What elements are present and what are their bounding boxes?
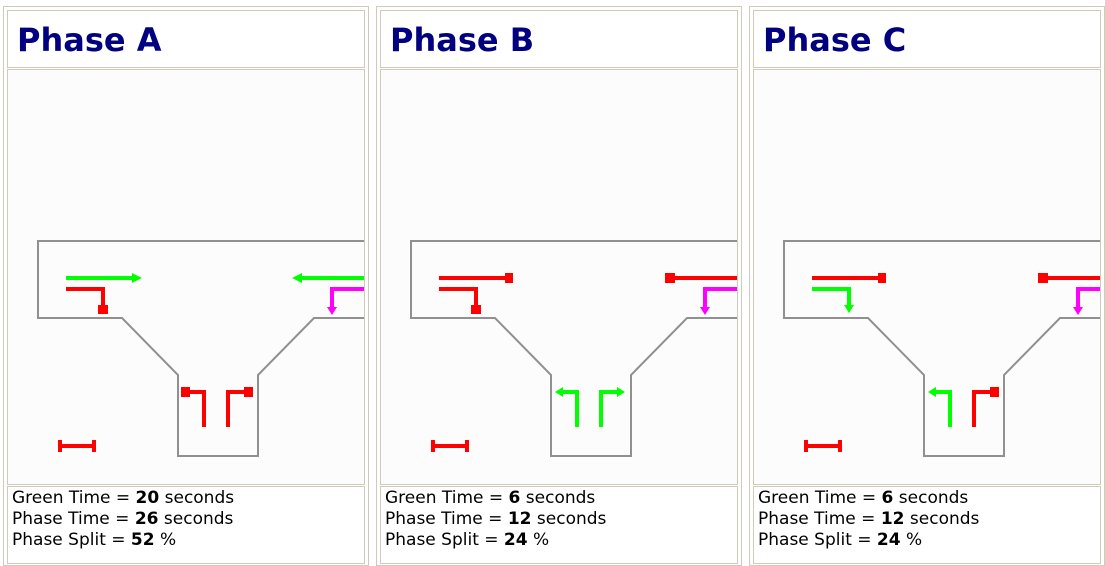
- phase-title: Phase C: [763, 21, 907, 59]
- east-left-turn-arrow: [1073, 287, 1100, 315]
- phase-timing-info: Green Time = 20 seconds Phase Time = 26 …: [7, 486, 365, 564]
- east-left-turn-arrow: [700, 287, 737, 315]
- phase-timing-info: Green Time = 6 seconds Phase Time = 12 s…: [753, 486, 1101, 564]
- phase-split-line: Phase Split = 24 %: [758, 530, 923, 550]
- west-through-arrow: [439, 273, 513, 283]
- phase-time-line: Phase Time = 26 seconds: [12, 509, 234, 529]
- intersection-diagram: [753, 69, 1101, 485]
- south-right-turn-arrow: [972, 387, 999, 427]
- phase-panel-a: Phase A Green Time = 20 seconds Phase Ti…: [3, 6, 369, 566]
- phase-timing-info: Green Time = 6 seconds Phase Time = 12 s…: [380, 486, 738, 564]
- south-left-turn-arrow: [181, 387, 206, 427]
- green-time-line: Green Time = 6 seconds: [385, 488, 596, 508]
- intersection-diagram: [380, 69, 738, 485]
- west-through-arrow: [812, 273, 886, 283]
- phase-split-value: 24: [503, 530, 528, 550]
- phase-split-value: 52: [130, 530, 155, 550]
- green-time-value: 20: [135, 488, 160, 508]
- phase-time-value: 12: [880, 509, 905, 529]
- south-right-turn-arrow: [226, 387, 253, 427]
- intersection-svg: [37, 240, 364, 457]
- phase-title-box: Phase C: [753, 10, 1101, 68]
- pedestrian-crossing-indicator: [804, 440, 842, 452]
- road-outline: [37, 240, 364, 457]
- intersection-diagram: [7, 69, 365, 485]
- east-left-turn-arrow: [327, 287, 364, 315]
- south-left-turn-arrow: [928, 387, 952, 427]
- east-through-arrow: [1038, 273, 1100, 283]
- south-left-turn-arrow: [555, 387, 579, 427]
- green-time-line: Green Time = 6 seconds: [758, 488, 969, 508]
- west-left-turn-arrow: [439, 287, 481, 314]
- green-time-value: 6: [508, 488, 521, 508]
- green-time-line: Green Time = 20 seconds: [12, 488, 235, 508]
- phase-time-line: Phase Time = 12 seconds: [385, 509, 607, 529]
- east-through-arrow: [292, 273, 364, 283]
- intersection-svg: [410, 240, 737, 457]
- green-time-value: 6: [881, 488, 894, 508]
- phase-time-line: Phase Time = 12 seconds: [758, 509, 980, 529]
- phase-title: Phase A: [17, 21, 162, 59]
- phase-split-line: Phase Split = 52 %: [12, 530, 177, 550]
- pedestrian-crossing-indicator: [58, 440, 96, 452]
- west-through-arrow: [66, 273, 142, 283]
- west-left-turn-arrow: [66, 287, 108, 314]
- phase-title: Phase B: [390, 21, 535, 59]
- road-outline: [410, 240, 737, 457]
- east-through-arrow: [665, 273, 737, 283]
- pedestrian-crossing-indicator: [431, 440, 469, 452]
- phase-split-line: Phase Split = 24 %: [385, 530, 550, 550]
- south-right-turn-arrow: [599, 387, 625, 427]
- phase-title-box: Phase A: [7, 10, 365, 68]
- phase-time-value: 12: [507, 509, 532, 529]
- phase-title-box: Phase B: [380, 10, 738, 68]
- phase-panel-b: Phase B Green Time = 6 seconds Phase Tim…: [376, 6, 742, 566]
- phase-panel-c: Phase C Green Time = 6 seconds Phase Tim…: [749, 6, 1105, 566]
- road-outline: [783, 240, 1100, 457]
- phase-time-value: 26: [134, 509, 159, 529]
- intersection-svg: [783, 240, 1100, 457]
- west-left-turn-arrow: [812, 287, 854, 313]
- phase-split-value: 24: [876, 530, 901, 550]
